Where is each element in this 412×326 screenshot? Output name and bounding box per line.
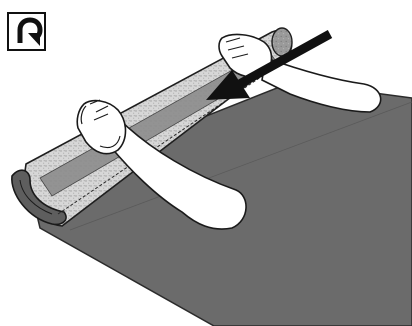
step-badge [8, 13, 45, 50]
